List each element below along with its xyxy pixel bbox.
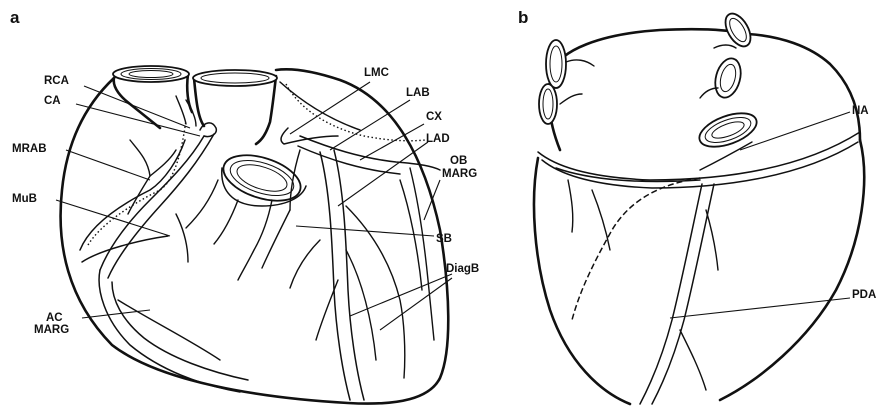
label-ac-marg-line2: MARG [34, 324, 69, 336]
label-mrab: MRAB [12, 143, 47, 155]
label-na: NA [852, 105, 869, 117]
label-lab: LAB [406, 87, 430, 99]
pulmonary-vein-4 [711, 56, 745, 101]
label-mub: MuB [12, 193, 37, 205]
label-lmc: LMC [364, 67, 389, 79]
label-rca: RCA [44, 75, 69, 87]
label-ca: CA [44, 95, 61, 107]
panel-a-letter: a [10, 8, 20, 27]
panel-b-heart [534, 9, 864, 404]
panel-a-heart [61, 66, 449, 404]
lad-vessel [320, 152, 350, 400]
label-pda: PDA [852, 289, 876, 301]
pulmonary-trunk-opening [193, 70, 277, 86]
panel-b-letter: b [518, 8, 528, 27]
label-sb: SB [436, 233, 452, 245]
label-ac-marg-line1: AC [46, 312, 63, 324]
pulmonary-vein-1 [546, 40, 566, 88]
label-lad: LAD [426, 133, 450, 145]
label-ob-marg-line2: MARG [442, 168, 477, 180]
label-diagb: DiagB [446, 263, 479, 275]
pulmonary-vein-2 [539, 84, 557, 124]
pda-vessel [640, 184, 702, 404]
label-cx: CX [426, 111, 442, 123]
rca-vessel [100, 136, 204, 270]
label-ob-marg-line1: OB [450, 155, 467, 167]
